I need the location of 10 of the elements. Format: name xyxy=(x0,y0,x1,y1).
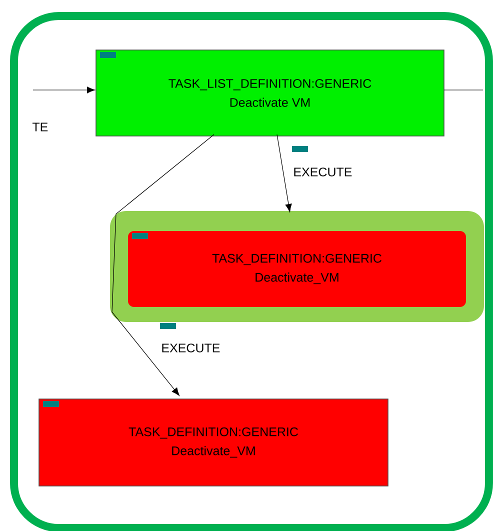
arrow xyxy=(112,134,214,396)
arrow xyxy=(32,86,96,94)
edge-label: EXECUTE xyxy=(160,342,222,354)
task-box: TASK_DEFINITION:GENERIC Deactivate_VM xyxy=(128,231,466,307)
frame-border xyxy=(10,12,493,531)
task-box: TASK_DEFINITION:GENERIC Deactivate_VM xyxy=(38,398,388,486)
edge-label: EXECUTE xyxy=(292,166,354,178)
arrow xyxy=(276,134,292,212)
edge-label: TE xyxy=(31,122,50,132)
task-box: TASK_LIST_DEFINITION:GENERIC Deactivate VM xyxy=(96,50,444,136)
